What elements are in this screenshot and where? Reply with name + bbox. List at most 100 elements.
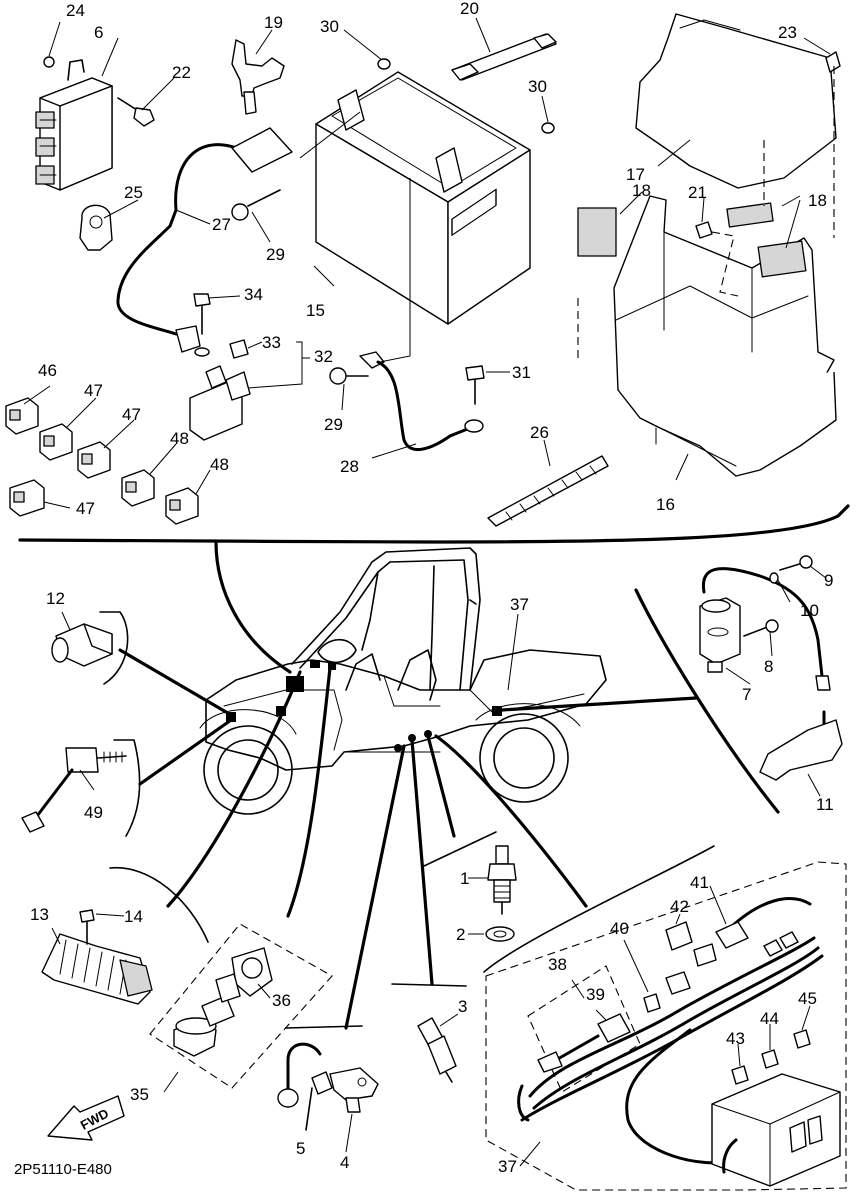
part-47-coupler-cover-b xyxy=(77,441,111,479)
callout-10: 10 xyxy=(800,601,819,620)
callout-16: 16 xyxy=(656,495,675,514)
dashed-group-35 xyxy=(149,923,333,1089)
part-16-battery-box xyxy=(577,195,837,477)
dashed-group-37 xyxy=(485,861,847,1191)
part-26-cable-tie xyxy=(487,455,609,527)
callout-35: 35 xyxy=(130,1085,149,1104)
part-3-sensor xyxy=(417,1013,459,1083)
part-21-screw xyxy=(695,221,739,297)
callout-30-b: 30 xyxy=(528,77,547,96)
section-divider xyxy=(18,504,850,544)
callout-3: 3 xyxy=(458,997,467,1016)
part-42-relay xyxy=(665,913,717,995)
part-33-fuse xyxy=(229,339,249,359)
callout-47-c: 47 xyxy=(76,499,95,518)
callout-2: 2 xyxy=(456,925,465,944)
vehicle-leaders xyxy=(118,540,780,1030)
part-14-bolt xyxy=(51,909,125,945)
part-5-sensor-lead xyxy=(277,1042,333,1131)
callout-23: 23 xyxy=(778,23,797,42)
part-6-control-unit xyxy=(35,59,113,191)
callout-26: 26 xyxy=(530,423,549,442)
part-2-gasket xyxy=(468,926,515,942)
part-47-coupler-cover-c xyxy=(9,479,45,517)
callout-labels: 1 2 3 4 5 6 7 8 9 10 11 12 13 14 15 16 1… xyxy=(30,0,834,1176)
callout-27: 27 xyxy=(212,215,231,234)
callout-17: 17 xyxy=(626,165,645,184)
part-15-battery xyxy=(315,71,531,325)
callout-14: 14 xyxy=(124,907,143,926)
part-40-relay xyxy=(623,939,661,1013)
bottom-left-leaders xyxy=(163,983,271,1093)
part-48-coupler-cover-b xyxy=(165,487,199,525)
right-leaders xyxy=(61,565,827,797)
callout-28: 28 xyxy=(340,457,359,476)
callout-7: 7 xyxy=(742,685,751,704)
top-leaders xyxy=(23,17,835,509)
callout-41: 41 xyxy=(690,873,709,892)
callout-44: 44 xyxy=(760,1009,779,1028)
callout-39: 39 xyxy=(586,985,605,1004)
part-31-bolt xyxy=(465,365,485,405)
callout-15: 15 xyxy=(306,301,325,320)
callout-47-b: 47 xyxy=(122,405,141,424)
callout-36: 36 xyxy=(272,991,291,1010)
callout-21: 21 xyxy=(688,183,707,202)
callout-33: 33 xyxy=(262,333,281,352)
part-35-sensor xyxy=(173,995,235,1057)
callout-32: 32 xyxy=(314,347,333,366)
part-10-washer xyxy=(769,572,779,584)
callout-25: 25 xyxy=(124,183,143,202)
callout-9: 9 xyxy=(824,571,833,590)
part-45-fuse xyxy=(793,1005,811,1049)
part-23-screw xyxy=(825,51,841,73)
callout-38: 38 xyxy=(548,955,567,974)
callout-6: 6 xyxy=(94,23,103,42)
callout-24: 24 xyxy=(66,1,85,20)
part-49-sensor xyxy=(21,747,127,833)
part-24-screw xyxy=(43,56,55,68)
part-27-battery-lead xyxy=(116,127,293,353)
part-9-screw xyxy=(779,555,813,571)
callout-34: 34 xyxy=(244,285,263,304)
part-22-bolt xyxy=(117,97,155,127)
part-19-clip xyxy=(231,39,285,115)
callout-18-b: 18 xyxy=(808,191,827,210)
part-7-ignition-coil xyxy=(699,597,741,673)
callout-43: 43 xyxy=(726,1029,745,1048)
part-29-bolt xyxy=(231,189,369,385)
callout-42: 42 xyxy=(670,897,689,916)
part-32-starter-relay xyxy=(189,365,251,441)
section-brackets xyxy=(99,589,715,1029)
part-20-strap xyxy=(451,33,557,81)
part-4-sensor xyxy=(329,1067,379,1153)
callout-40: 40 xyxy=(610,919,629,938)
part-1-spark-plug xyxy=(468,845,517,915)
callout-22: 22 xyxy=(172,63,191,82)
part-47-coupler-cover xyxy=(39,423,73,461)
callout-46: 46 xyxy=(38,361,57,380)
part-12-switch xyxy=(51,623,113,667)
drawing-code: 2P51110-E480 xyxy=(14,1161,112,1178)
part-34-bolt xyxy=(193,293,211,357)
part-48-coupler-cover xyxy=(121,469,155,507)
part-38-group-label-leader xyxy=(571,979,585,999)
part-46-coupler-cover xyxy=(5,397,39,435)
callout-5: 5 xyxy=(296,1139,305,1158)
callout-18: 18 xyxy=(632,181,651,200)
callout-31: 31 xyxy=(512,363,531,382)
part-8-bolt xyxy=(743,619,779,637)
callout-13-label: 13 xyxy=(30,905,49,924)
part-39-connector xyxy=(537,1009,631,1073)
part-36-sensor xyxy=(215,947,273,1003)
part-41-fuse-holder xyxy=(709,885,812,957)
callout-29-b: 29 xyxy=(324,415,343,434)
callout-4: 4 xyxy=(340,1153,349,1172)
vehicle-outline xyxy=(199,547,607,815)
callout-29: 29 xyxy=(266,245,285,264)
callout-45: 45 xyxy=(798,989,817,1008)
callout-19: 19 xyxy=(264,13,283,32)
part-30-washer xyxy=(377,58,555,134)
part-28-negative-lead xyxy=(359,351,484,451)
